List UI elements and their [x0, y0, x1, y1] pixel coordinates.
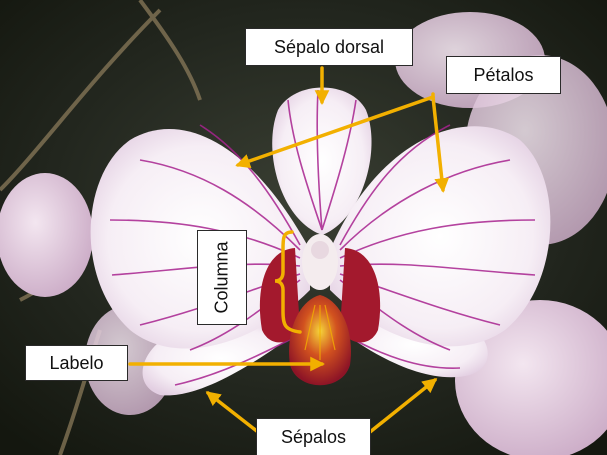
label-sepalos-text: Sépalos: [281, 427, 346, 448]
bud-left: [0, 173, 93, 297]
label-petalos-text: Pétalos: [473, 65, 533, 86]
label-columna: Columna: [197, 230, 247, 325]
label-labelo-text: Labelo: [49, 353, 103, 374]
label-sepalos: Sépalos: [256, 418, 371, 455]
label-sepalo-dorsal: Sépalo dorsal: [245, 28, 413, 66]
label-sepalo-dorsal-text: Sépalo dorsal: [274, 37, 384, 58]
label-columna-text: Columna: [212, 241, 233, 313]
label-labelo: Labelo: [25, 345, 128, 381]
label-petalos: Pétalos: [446, 56, 561, 94]
